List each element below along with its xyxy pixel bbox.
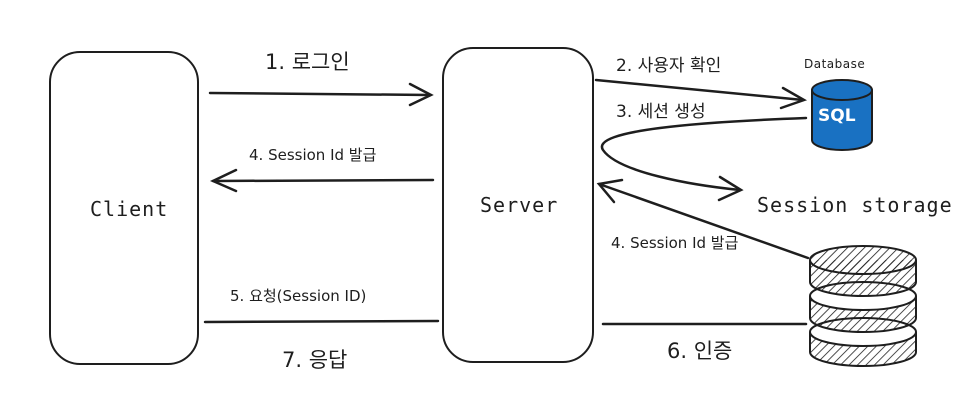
arrow-issue-id-storage bbox=[596, 178, 810, 260]
request-label: 5. 요청(Session ID) bbox=[230, 287, 367, 305]
database-icon bbox=[811, 79, 873, 151]
arrow-create-session bbox=[600, 116, 808, 202]
create-session-label: 3. 세션 생성 bbox=[616, 102, 706, 122]
session-storage-icon bbox=[809, 245, 917, 367]
server-box bbox=[442, 47, 594, 363]
arrow-issue-id bbox=[209, 168, 435, 193]
response-label: 7. 응답 bbox=[282, 348, 348, 372]
auth-label: 6. 인증 bbox=[667, 339, 733, 363]
issue-id-storage-label: 4. Session Id 발급 bbox=[611, 234, 739, 252]
database-title: Database bbox=[804, 57, 866, 71]
issue-id-label: 4. Session Id 발급 bbox=[249, 146, 377, 164]
arrow-user-check bbox=[594, 78, 808, 110]
line-request bbox=[203, 319, 440, 324]
database-badge: SQL bbox=[818, 106, 856, 126]
arrow-login bbox=[208, 82, 434, 107]
user-check-label: 2. 사용자 확인 bbox=[616, 56, 722, 76]
login-label: 1. 로그인 bbox=[265, 50, 350, 74]
client-label: Client bbox=[90, 197, 169, 221]
client-box bbox=[49, 51, 199, 365]
session-storage-label: Session storage bbox=[757, 193, 953, 217]
server-label: Server bbox=[480, 193, 559, 217]
